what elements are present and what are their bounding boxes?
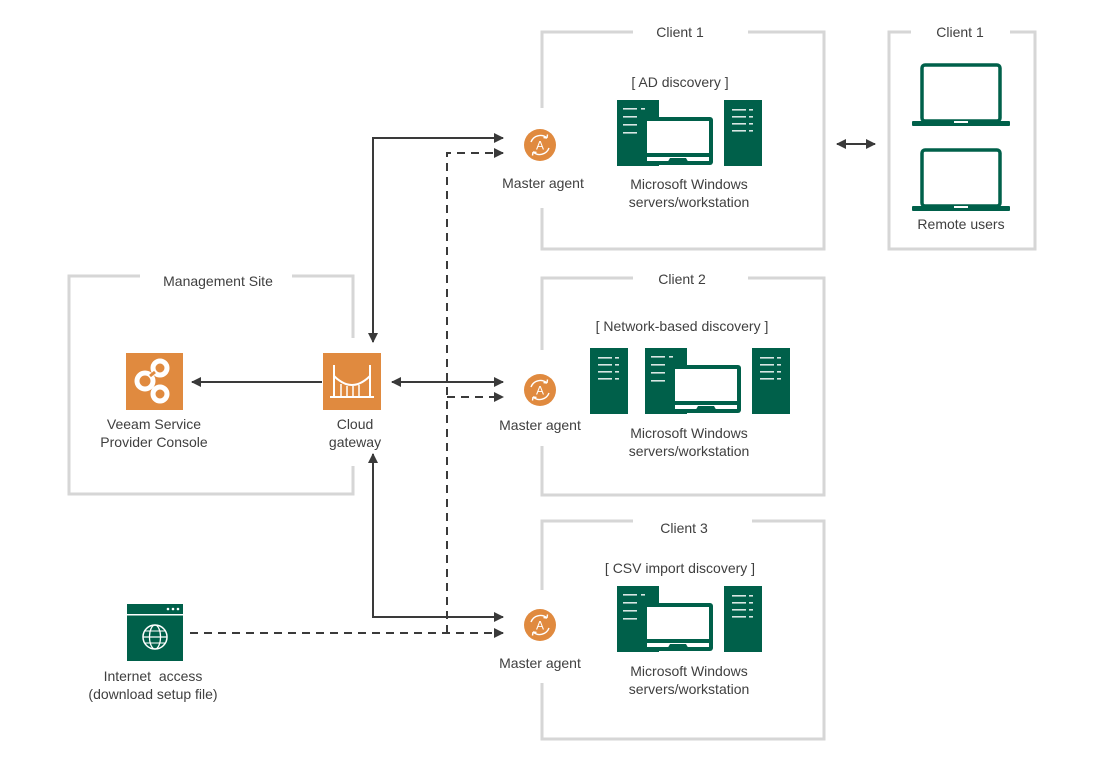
- client-2-machines-line2: servers/workstation: [629, 443, 750, 459]
- client-3-title: Client 3: [660, 520, 708, 536]
- client-1-title: Client 1: [656, 24, 704, 40]
- client-3-master-agent[interactable]: Master agent: [499, 608, 581, 671]
- master-agent-icon: [523, 608, 557, 642]
- client-3-machines-line1: Microsoft Windows: [630, 663, 747, 679]
- bridge-icon: [323, 353, 381, 410]
- internet-to-client1-dashed-arrow: [446, 148, 504, 633]
- connectors: [190, 133, 876, 638]
- internet-label-line2: (download setup file): [88, 686, 217, 702]
- gateway-label-line1: Cloud: [337, 416, 374, 432]
- client-1-discovery-label: [ AD discovery ]: [631, 74, 728, 90]
- management-site-title: Management Site: [163, 273, 273, 289]
- remote-users-node[interactable]: Remote users: [910, 63, 1012, 232]
- server-icon: [724, 586, 762, 652]
- cloud-gateway-node[interactable]: Cloud gateway: [323, 353, 381, 450]
- client-3-frame: Client 3: [540, 519, 826, 741]
- globe-window-icon: [127, 604, 183, 661]
- client-3-discovery-label: [ CSV import discovery ]: [605, 560, 755, 576]
- client-1-machines-line2: servers/workstation: [629, 194, 750, 210]
- workstation-icon: [645, 348, 741, 414]
- master-agent-label: Master agent: [502, 175, 584, 191]
- client-3-machines-line2: servers/workstation: [629, 681, 750, 697]
- laptop-icon: [910, 63, 1012, 128]
- remote-users-frame: Client 1: [887, 24, 1037, 251]
- workstation-icon: [617, 100, 713, 166]
- master-agent-label: Master agent: [499, 417, 581, 433]
- server-icon: [590, 348, 628, 414]
- console-label-line2: Provider Console: [100, 434, 208, 450]
- internet-label-line1: Internet access: [104, 668, 203, 684]
- client-2-frame: Client 2: [540, 271, 826, 497]
- client-1-frame: Client 1: [540, 24, 826, 251]
- client-2-discovery-label: [ Network-based discovery ]: [596, 318, 769, 334]
- internet-access-node[interactable]: Internet access (download setup file): [88, 604, 218, 702]
- master-agent-icon: [523, 128, 557, 162]
- console-label-line1: Veeam Service: [107, 416, 201, 432]
- laptop-icon: [910, 148, 1012, 213]
- gateway-client1-arrow: [368, 133, 504, 343]
- management-site-frame: Management Site: [67, 273, 355, 496]
- client-2-machines-line1: Microsoft Windows: [630, 425, 747, 441]
- gateway-client3-arrow: [368, 453, 504, 622]
- veeam-console-icon: [126, 353, 183, 410]
- client-1-master-agent[interactable]: Master agent: [502, 128, 584, 191]
- server-icon: [752, 348, 790, 414]
- client-3-machines: [617, 586, 762, 652]
- client-1-machines-line1: Microsoft Windows: [630, 176, 747, 192]
- veeam-console-node[interactable]: Veeam Service Provider Console: [100, 353, 208, 450]
- gateway-label-line2: gateway: [329, 434, 381, 450]
- client-2-title: Client 2: [658, 271, 706, 287]
- server-icon: [724, 100, 762, 166]
- client-1-machines: [617, 100, 762, 166]
- master-agent-icon: [523, 373, 557, 407]
- workstation-icon: [617, 586, 713, 652]
- client-2-machines: [590, 348, 790, 414]
- client-2-master-agent[interactable]: Master agent: [499, 373, 581, 433]
- master-agent-label: Master agent: [499, 655, 581, 671]
- remote-users-label: Remote users: [917, 216, 1004, 232]
- remote-client-title: Client 1: [936, 24, 984, 40]
